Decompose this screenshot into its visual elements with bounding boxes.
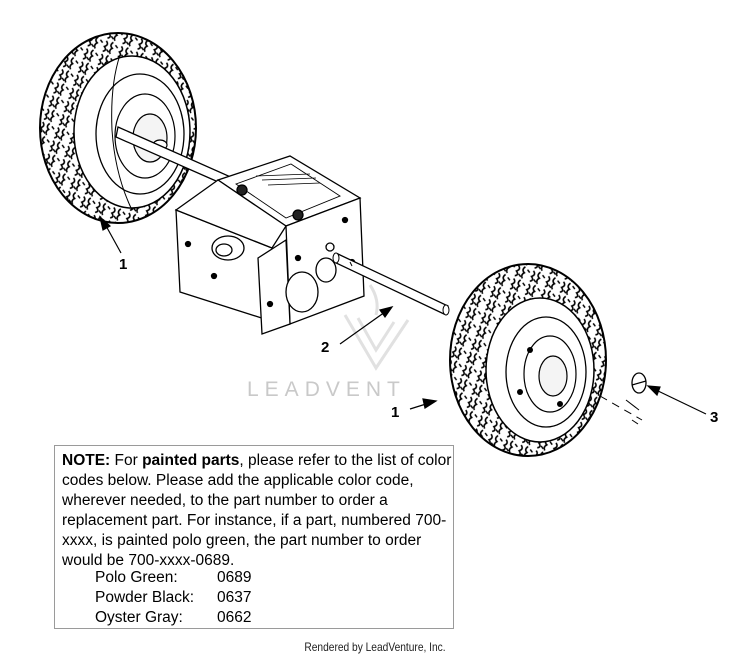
color-code-list: Polo Green: 0689 Powder Black: 0637 Oyst…: [95, 568, 251, 628]
color-code: 0662: [217, 609, 252, 626]
watermark-text: LEADVENT: [247, 378, 406, 401]
right-wheel: [449, 263, 607, 457]
callout-left-wheel: 1: [119, 256, 128, 273]
hub-cap: [599, 372, 647, 425]
color-name: Oyster Gray:: [95, 609, 183, 626]
color-code: 0689: [217, 569, 252, 586]
axle: [332, 252, 450, 316]
note-bold-phrase: painted parts: [142, 452, 240, 469]
leader-lines: [98, 215, 707, 415]
note-label: NOTE:: [62, 452, 111, 469]
render-credit: Rendered by LeadVenture, Inc.: [304, 640, 446, 654]
callout-hub-cap: 3: [710, 409, 719, 426]
callout-axle: 2: [321, 339, 330, 356]
note-body: , please refer to the list of color code…: [62, 452, 452, 569]
color-code: 0637: [217, 589, 252, 606]
note-pre: For: [110, 452, 143, 469]
callout-right-wheel: 1: [391, 404, 400, 421]
color-code-row: Powder Black: 0637: [95, 588, 251, 608]
frame-housing: [174, 155, 365, 335]
note-paragraph: NOTE: For painted parts, please refer to…: [62, 451, 452, 571]
note-box: NOTE: For painted parts, please refer to…: [54, 445, 454, 629]
color-code-row: Polo Green: 0689: [95, 568, 251, 588]
color-name: Polo Green:: [95, 569, 178, 586]
color-name: Powder Black:: [95, 589, 195, 606]
color-code-row: Oyster Gray: 0662: [95, 608, 251, 628]
